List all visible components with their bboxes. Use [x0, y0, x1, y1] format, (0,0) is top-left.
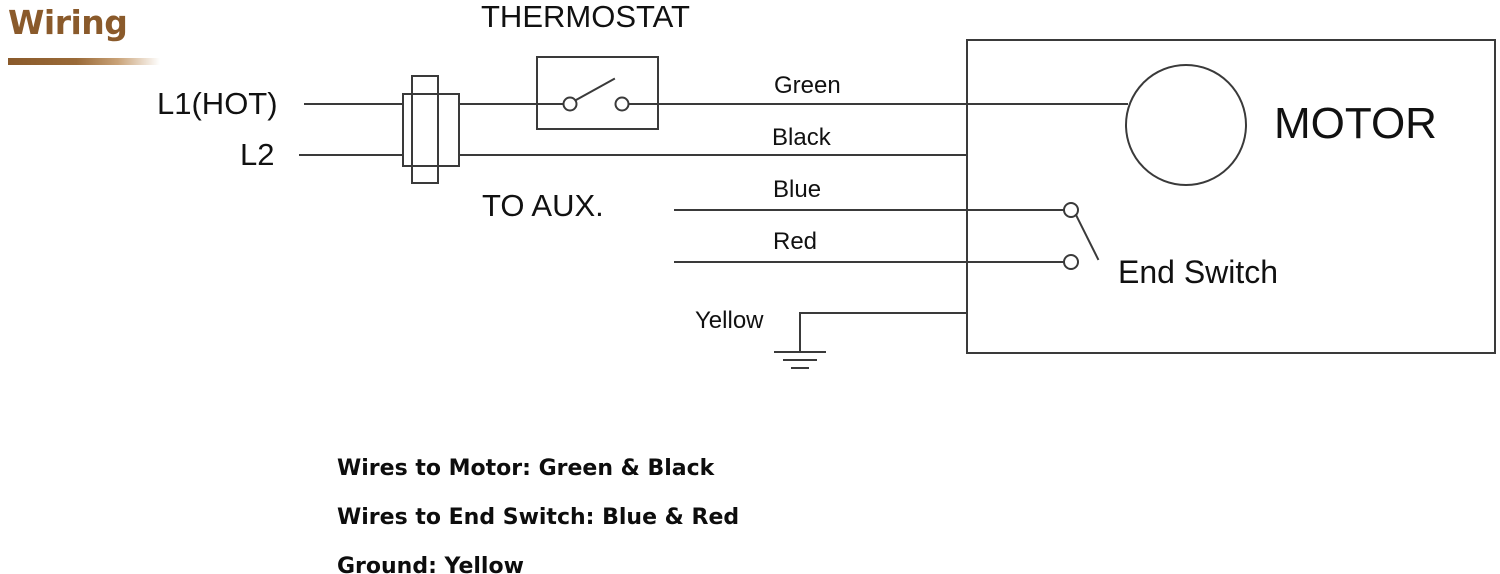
legend-line-motor: Wires to Motor: Green & Black — [337, 456, 715, 481]
enclosure-box — [966, 39, 1496, 354]
end-switch-contact-bottom — [1063, 254, 1079, 270]
legend-line-end-switch: Wires to End Switch: Blue & Red — [337, 505, 740, 530]
thermostat-contact-right — [614, 96, 630, 112]
thermostat-contact-left — [562, 96, 578, 112]
label-wire-black: Black — [772, 124, 831, 151]
label-wire-blue: Blue — [773, 176, 822, 203]
thermostat-switch-arm — [574, 77, 616, 102]
terminal-block-outer — [402, 93, 460, 167]
label-wire-green: Green — [774, 72, 841, 99]
page-title: Wiring — [8, 3, 128, 42]
label-to-aux: TO AUX. — [482, 188, 604, 223]
legend-notes: Wires to Motor: Green & Black Wires to E… — [337, 444, 739, 574]
end-switch-arm — [1074, 213, 1100, 261]
legend-line-ground: Ground: Yellow — [337, 554, 524, 574]
thermostat-box — [536, 56, 659, 130]
label-thermostat: THERMOSTAT — [481, 0, 690, 34]
label-end-switch: End Switch — [1118, 254, 1279, 290]
title-underline-rule — [8, 58, 160, 65]
end-switch-contact-top — [1063, 202, 1079, 218]
label-l2: L2 — [240, 137, 275, 172]
label-wire-yellow: Yellow — [695, 307, 764, 334]
motor-circle — [1125, 64, 1247, 186]
label-wire-red: Red — [773, 228, 818, 255]
label-motor: MOTOR — [1274, 99, 1437, 148]
label-l1: L1(HOT) — [157, 86, 278, 121]
terminal-block-inner — [411, 75, 439, 184]
